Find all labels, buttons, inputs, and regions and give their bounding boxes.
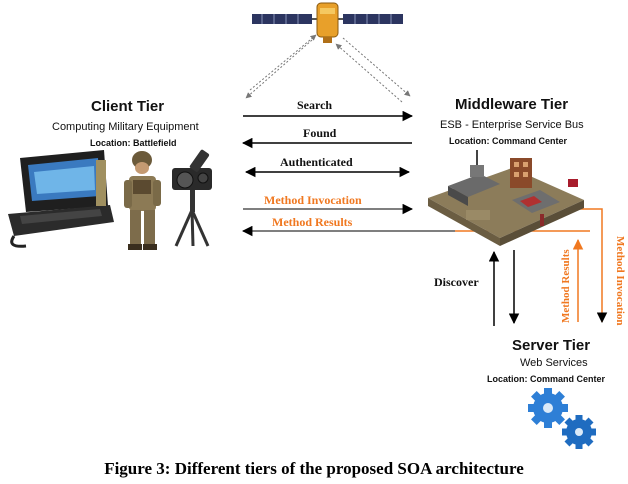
middleware-tier-location: Location: Command Center xyxy=(449,136,568,146)
authenticated-label: Authenticated xyxy=(280,155,353,169)
search-label: Search xyxy=(297,98,333,112)
method-invocation-vertical-arrow xyxy=(570,208,608,324)
satellite-icon xyxy=(252,2,403,43)
method-results-label: Method Results xyxy=(272,215,353,229)
camera-tripod-icon xyxy=(172,149,212,247)
client-tier-location: Location: Battlefield xyxy=(90,138,177,148)
middleware-tier-subtitle: ESB - Enterprise Service Bus xyxy=(440,119,584,131)
client-tier-title: Client Tier xyxy=(91,98,165,115)
discover-label: Discover xyxy=(434,275,479,289)
laptop-icon xyxy=(8,150,114,248)
method-results-vertical-label: Method Results xyxy=(560,249,572,323)
middleware-tier-title: Middleware Tier xyxy=(455,96,569,113)
server-tier-location: Location: Command Center xyxy=(487,374,606,384)
figure-caption: Figure 3: Different tiers of the propose… xyxy=(104,459,524,478)
server-tier-subtitle: Web Services xyxy=(520,357,588,369)
command-center-icon xyxy=(428,150,584,246)
client-tier-subtitle: Computing Military Equipment xyxy=(52,121,199,133)
gear-icon xyxy=(528,388,596,449)
soldier-icon xyxy=(124,151,161,250)
server-tier-title: Server Tier xyxy=(512,337,591,354)
found-label: Found xyxy=(303,126,337,140)
method-invocation-label: Method Invocation xyxy=(264,193,362,207)
method-invocation-vertical-label: Method Invocation xyxy=(614,236,626,326)
